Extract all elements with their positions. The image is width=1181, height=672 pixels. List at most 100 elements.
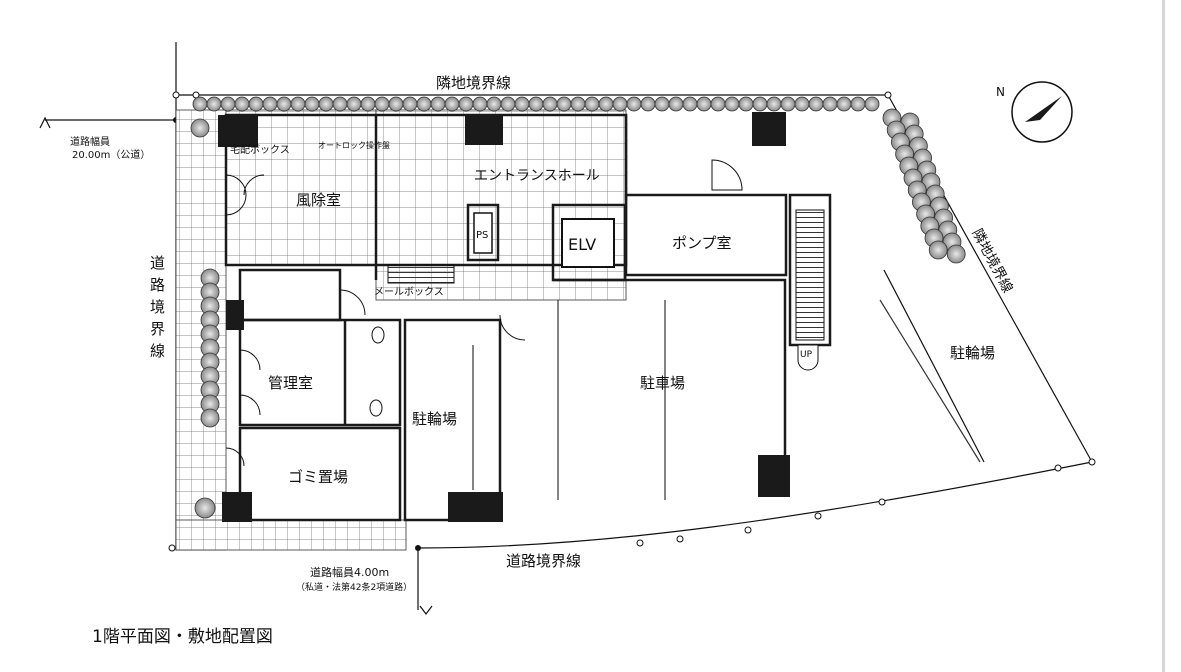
boundary-markers xyxy=(168,91,1096,552)
shrub xyxy=(766,96,782,112)
page-title: 1階平面図・敷地配置図 xyxy=(92,627,273,647)
toilet-fixtures xyxy=(369,326,385,417)
shrub xyxy=(822,96,838,112)
hedge-west xyxy=(190,118,220,519)
car-parking-label: 駐車場 xyxy=(640,374,685,392)
shrub xyxy=(640,96,656,112)
shrub xyxy=(220,96,236,112)
mailbox-block xyxy=(387,264,455,284)
shrub xyxy=(542,96,558,112)
west-boundary-char: 界 xyxy=(150,320,165,338)
section-markers xyxy=(39,116,433,615)
shrub xyxy=(724,96,740,112)
shrub xyxy=(200,408,220,428)
shrub xyxy=(346,96,362,112)
shrub xyxy=(360,96,376,112)
shrub xyxy=(402,96,418,112)
compass-north-label: N xyxy=(996,85,1005,99)
west-boundary-label: 道路境界線 xyxy=(150,254,165,360)
shrub xyxy=(584,96,600,112)
compass xyxy=(1011,81,1073,143)
hedge-east xyxy=(882,108,966,264)
shrub xyxy=(612,96,628,112)
shrub xyxy=(780,96,796,112)
shrub xyxy=(276,96,292,112)
shrub xyxy=(794,96,810,112)
shrub xyxy=(808,96,824,112)
east-boundary-label: 隣地境界線 xyxy=(968,226,1015,295)
shrub xyxy=(234,96,250,112)
shrub xyxy=(864,96,880,112)
west-road-label: 道路幅員 xyxy=(70,135,110,148)
shrub xyxy=(486,96,502,112)
elv-label: ELV xyxy=(568,235,596,254)
south-boundary-label: 道路境界線 xyxy=(506,552,581,570)
shrub xyxy=(262,96,278,112)
shrub xyxy=(850,96,866,112)
shrub xyxy=(738,96,754,112)
mailbox-label: メールボックス xyxy=(374,286,444,298)
shrub xyxy=(528,96,544,112)
shrub xyxy=(752,96,768,112)
west-boundary-char: 境 xyxy=(150,298,165,316)
bike-parking-right-label: 駐輪場 xyxy=(950,344,995,362)
west-road-width: 20.00m（公道） xyxy=(72,148,150,161)
shrub xyxy=(682,96,698,112)
shrub xyxy=(514,96,530,112)
shrub xyxy=(500,96,516,112)
south-road-note: （私道・法第42条2項道路） xyxy=(296,581,412,593)
shrub xyxy=(626,96,642,112)
shrub xyxy=(388,96,404,112)
shrub xyxy=(836,96,852,112)
management-room-label: 管理室 xyxy=(268,374,313,392)
shrub xyxy=(458,96,474,112)
shrub xyxy=(192,96,208,112)
shrub xyxy=(290,96,306,112)
west-boundary-char: 線 xyxy=(150,342,165,360)
shrub xyxy=(444,96,460,112)
svg-text:隣地境界線: 隣地境界線 xyxy=(968,226,1015,295)
ps-label: PS xyxy=(476,230,488,241)
shrub xyxy=(430,96,446,112)
delivery-box-label: 宅配ボックス xyxy=(230,143,290,156)
shrub xyxy=(206,96,222,112)
shrub xyxy=(472,96,488,112)
west-boundary-char: 路 xyxy=(150,276,165,294)
garbage-area-label: ゴミ置場 xyxy=(288,468,348,486)
shrub xyxy=(946,244,966,264)
shrub xyxy=(556,96,572,112)
parking-stall-lines xyxy=(472,299,981,500)
shrub xyxy=(318,96,334,112)
shrub xyxy=(570,96,586,112)
stair-treads xyxy=(795,209,825,341)
shrub xyxy=(374,96,390,112)
up-marker xyxy=(797,344,819,371)
pump-room-label: ポンプ室 xyxy=(672,234,732,252)
entrance-hall-label: エントランスホール xyxy=(474,168,600,184)
shrub xyxy=(928,240,948,260)
columns xyxy=(218,112,790,522)
survey-point-south xyxy=(415,545,421,551)
shrub xyxy=(416,96,432,112)
shrub xyxy=(598,96,614,112)
shrub xyxy=(190,118,210,138)
south-road-width: 道路幅員4.00m xyxy=(310,565,389,579)
hedge-north xyxy=(192,96,880,112)
bike-parking-left-label: 駐輪場 xyxy=(412,410,457,428)
shrub xyxy=(332,96,348,112)
shrub xyxy=(696,96,712,112)
shrub xyxy=(248,96,264,112)
autolock-label: オートロック操作盤 xyxy=(318,140,390,150)
north-boundary-label: 隣地境界線 xyxy=(436,74,511,92)
shrub xyxy=(194,497,216,519)
west-boundary-char: 道 xyxy=(150,254,165,272)
shrub xyxy=(668,96,684,112)
elv-car xyxy=(561,218,615,268)
door-swings xyxy=(225,159,743,467)
windbreak-label: 風除室 xyxy=(296,191,341,209)
up-label: UP xyxy=(800,350,813,360)
ps-shaft xyxy=(473,212,493,254)
scan-edge xyxy=(1162,0,1165,672)
shrub xyxy=(710,96,726,112)
